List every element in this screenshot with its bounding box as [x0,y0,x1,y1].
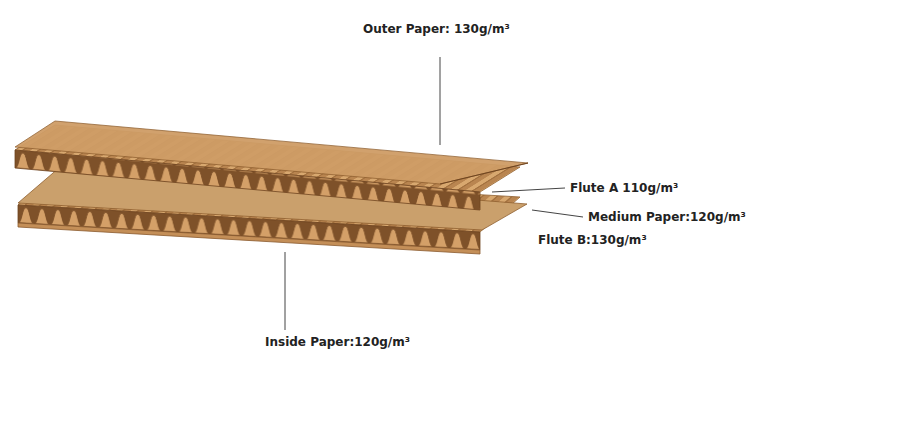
callout-label: Medium Paper:120g/m³ [587,210,747,224]
leader-line [532,210,583,217]
callout-label: Flute B:130g/m³ [537,233,648,247]
callout-label: Flute A 110g/m³ [569,181,679,195]
leader-line [492,188,565,192]
leader-line [285,252,286,330]
callout-label: Inside Paper:120g/m³ [264,335,411,349]
callout-label: Outer Paper: 130g/m³ [362,22,511,36]
leader-line [440,57,441,145]
